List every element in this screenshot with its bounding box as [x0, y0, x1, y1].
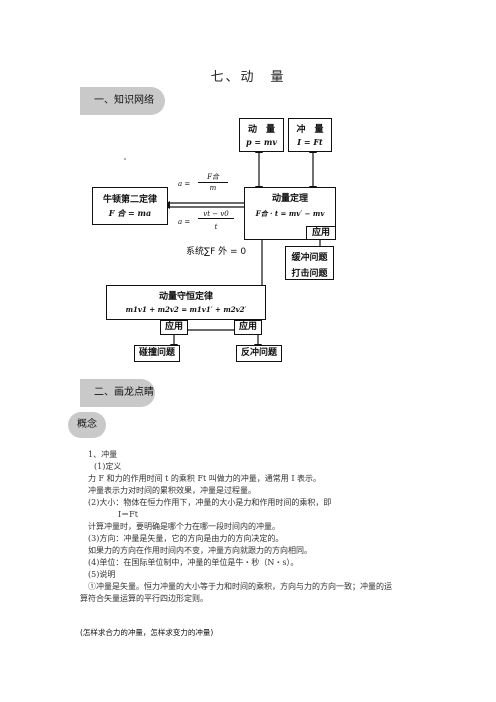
conservation-formula: m1v1 + m2v2 = m1v1′ + m2v2′: [125, 305, 247, 314]
impulse-box: 冲 量 I = Ft: [288, 118, 332, 152]
definition-heading: (1)定义: [94, 462, 122, 471]
newton-formula: F 合 = ma: [108, 208, 152, 218]
note-line-2: 算符合矢量运算的平行四边形定则。: [80, 594, 208, 603]
apply-right-box: 应用: [234, 320, 262, 335]
impulse-formula-text: I＝Ft: [118, 510, 138, 519]
apply-left-label: 应用: [164, 322, 183, 332]
apply-right-label: 应用: [238, 322, 257, 332]
momentum-box: 动 量 p = mv: [239, 118, 284, 152]
fraction2-denominator: t: [214, 223, 218, 231]
section-header-knowledge-network: 一、知识网络: [80, 87, 165, 115]
fraction1-lhs: a =: [178, 180, 191, 188]
fraction1-denominator: m: [209, 184, 217, 192]
item-impulse-heading: 1、冲量: [88, 450, 118, 459]
concept-badge: 概念: [68, 412, 106, 438]
theorem-formula: F合 · t = mv′ − mv: [255, 209, 325, 218]
theorem-apply-box: 应用: [306, 226, 336, 240]
momentum-theorem-box: 动量定理 F合 · t = mv′ − mv: [244, 187, 336, 240]
buffer-problem: 缓冲问题: [291, 253, 328, 263]
theorem-title: 动量定理: [271, 194, 308, 204]
definition-line-2: 冲量表示力对时间的累积效果，冲量是过程量。: [88, 486, 256, 495]
note-line-1: ①冲量是矢量。恒力冲量的大小等于力和时间的乘积，方向与力的方向一致；冲量的运: [88, 582, 392, 591]
note-heading: (5)说明: [88, 570, 116, 579]
newton-second-law-box: 牛顿第二定律 F 合 = ma: [92, 187, 168, 225]
momentum-title: 动 量: [247, 125, 275, 135]
momentum-formula: p = mv: [246, 137, 277, 147]
recoil-problem-box: 反冲问题: [236, 345, 282, 362]
strike-problem: 打击问题: [291, 269, 328, 279]
impulse-title: 冲 量: [296, 125, 324, 135]
collision-problem-box: 碰撞问题: [134, 345, 180, 362]
apply-left-box: 应用: [160, 320, 188, 335]
fraction2-lhs: a =: [178, 218, 191, 226]
direction-text: (3)方向：冲量是矢量，它的方向是由力的方向决定的。: [88, 534, 284, 543]
recoil-problem: 反冲问题: [240, 348, 277, 358]
note-paragraph: ①冲量是矢量。恒力冲量的大小等于力和时间的乘积，方向与力的方向一致；冲量的运 算…: [80, 581, 420, 605]
newton-title: 牛顿第二定律: [102, 195, 157, 205]
system-condition: 系统∑F 外 = 0: [186, 247, 247, 257]
unit-text: (4)单位：在国际单位制中，冲量的单位是牛・秒（N・s）。: [88, 558, 299, 567]
impulse-formula: I = Ft: [297, 137, 323, 147]
applications-box: 缓冲问题 打击问题: [285, 246, 334, 280]
fraction1-numerator: F合: [198, 172, 228, 183]
conservation-law-box: 动量守恒定律 m1v1 + m2v2 = m1v1′ + m2v2′: [106, 285, 266, 320]
fraction-acceleration-velocity: a = vt − v0 t: [178, 210, 240, 238]
definition-line-1: 力 F 和力的作用时间 t 的乘积 Ft 叫做力的冲量，通常用 I 表示。: [88, 474, 322, 483]
fraction-acceleration-force: a = F合 m: [178, 172, 238, 200]
fraction2-numerator: vt − v0: [198, 210, 234, 219]
collision-problem: 碰撞问题: [138, 348, 175, 358]
theorem-apply-label: 应用: [311, 228, 330, 238]
concept-content: 1、冲量 (1)定义 力 F 和力的作用时间 t 的乘积 Ft 叫做力的冲量，通…: [88, 449, 418, 581]
page-title: 七、动 量: [210, 70, 286, 85]
magnitude-text: (2)大小：物体在恒力作用下，冲量的大小是力和作用时间的乘积，即: [88, 498, 332, 507]
section-header-highlights: 二、画龙点睛: [80, 379, 155, 407]
conservation-title: 动量守恒定律: [158, 292, 213, 302]
calculation-note: 计算冲量时，要明确是哪个力在哪一段时间内的冲量。: [88, 522, 280, 531]
direction-text-2: 如果力的方向在作用时间内不变，冲量方向就跟力的方向相同。: [88, 546, 312, 555]
question-text: (怎样求合力的冲量，怎样求变力的冲量): [80, 628, 214, 637]
